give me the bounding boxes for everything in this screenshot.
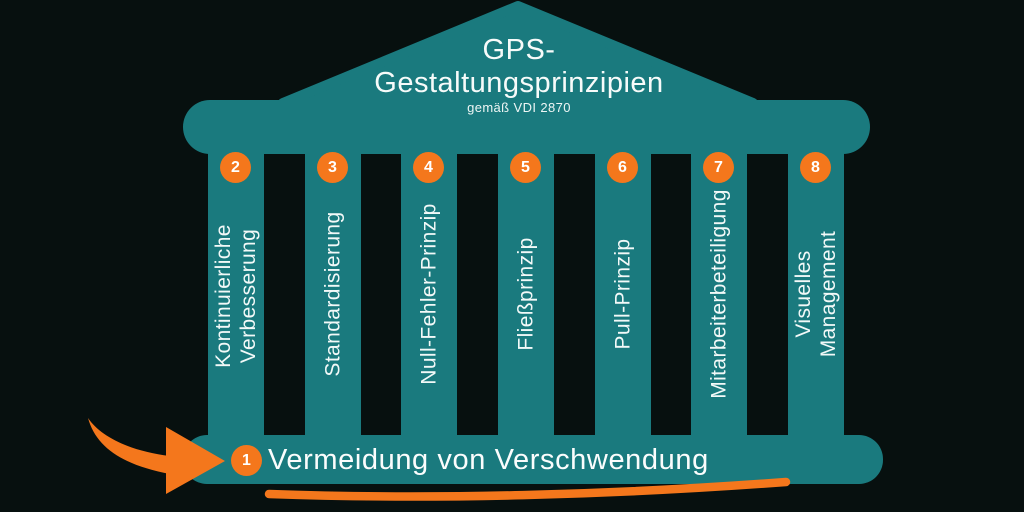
title-line2: Gestaltungsprinzipien (374, 67, 664, 99)
pillar-4-label: Null-Fehler-Prinzip (417, 203, 441, 385)
title-subtitle: gemäß VDI 2870 (467, 100, 571, 115)
pillar-8-number: 8 (811, 158, 820, 176)
pillar-8-label: Visuelles Management (792, 230, 840, 358)
pillar-4 (401, 152, 457, 436)
pillar-2-badge: 2 (220, 152, 251, 183)
curved-arrow-tail-icon (88, 418, 170, 474)
pillar-2-label: Kontinuierliche Verbesserung (212, 224, 260, 368)
pillar-6-badge: 6 (607, 152, 638, 183)
pillar-6 (595, 152, 651, 436)
pillar-3-number: 3 (328, 158, 337, 176)
base-number: 1 (242, 451, 251, 469)
pillar-7-label: Mitarbeiterbeteiligung (707, 189, 731, 399)
pillar-5-label: Fließprinzip (514, 237, 538, 351)
pillar-3 (305, 152, 361, 436)
curved-arrow-head-icon (166, 427, 225, 494)
pillar-8 (788, 152, 844, 436)
pillar-6-label: Pull-Prinzip (611, 238, 635, 350)
base-label: Vermeidung von Verschwendung (268, 444, 709, 476)
pillar-7 (691, 152, 747, 436)
pillar-6-number: 6 (618, 158, 627, 176)
pillar-3-badge: 3 (317, 152, 348, 183)
underline-stroke-icon (264, 477, 791, 501)
pillar-8-badge: 8 (800, 152, 831, 183)
pillar-7-badge: 7 (703, 152, 734, 183)
foundation-bar (183, 435, 883, 484)
pillar-4-badge: 4 (413, 152, 444, 183)
pillar-7-number: 7 (714, 158, 723, 176)
pillar-2 (208, 152, 264, 436)
pillar-5 (498, 152, 554, 436)
architrave-beam (183, 100, 870, 154)
base-badge: 1 (231, 445, 262, 476)
pillar-5-number: 5 (521, 158, 530, 176)
title-line1: GPS- (482, 34, 556, 66)
pillar-5-badge: 5 (510, 152, 541, 183)
pillar-2-number: 2 (231, 158, 240, 176)
pillar-4-number: 4 (424, 158, 433, 176)
pillar-3-label: Standardisierung (321, 211, 345, 377)
